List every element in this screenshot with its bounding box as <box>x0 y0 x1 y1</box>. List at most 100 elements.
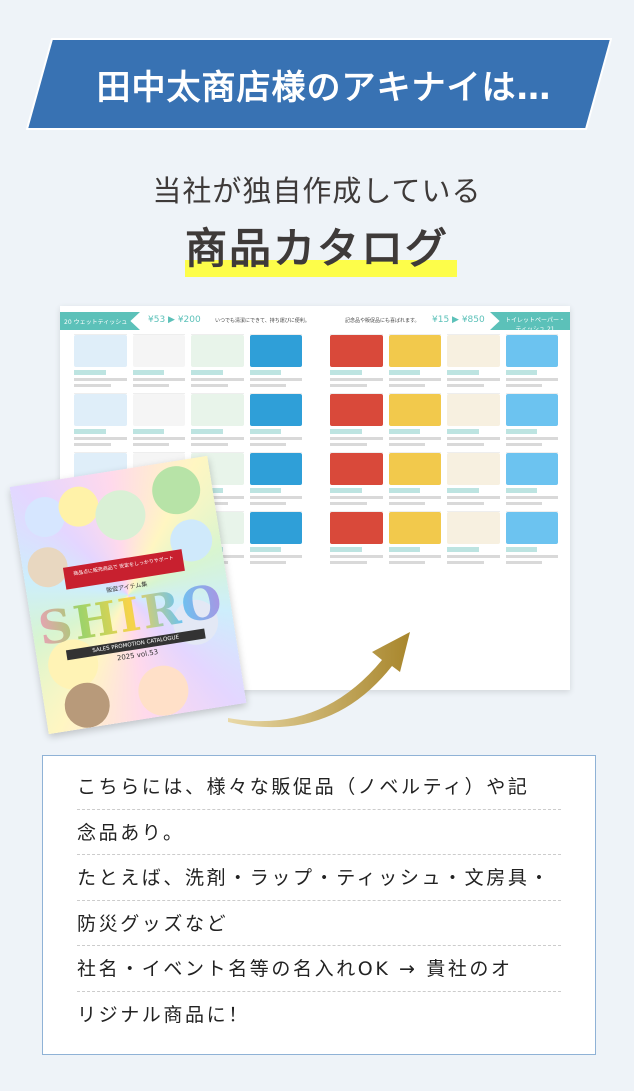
product-text <box>249 378 302 381</box>
product-text <box>388 561 426 564</box>
product-code <box>447 547 479 552</box>
product-code <box>388 429 420 434</box>
product-card <box>447 393 500 446</box>
right-note: 記念品や販促品にも喜ばれます。 <box>345 318 420 324</box>
left-price-range: ¥53 ▶ ¥200 <box>148 315 201 325</box>
product-card <box>330 511 383 564</box>
product-code <box>191 429 223 434</box>
product-photo <box>74 394 127 426</box>
product-card <box>74 334 127 387</box>
product-text <box>249 496 302 499</box>
product-photo <box>132 394 185 426</box>
product-photo <box>249 453 302 485</box>
product-text <box>191 443 228 446</box>
product-code <box>330 547 362 552</box>
description-line: 防災グッズなど <box>77 901 561 946</box>
left-page-number: 20 <box>64 319 72 326</box>
product-text <box>447 384 484 387</box>
product-code <box>249 488 281 493</box>
product-text <box>191 496 244 499</box>
product-code <box>388 370 420 375</box>
product-code <box>74 370 106 375</box>
product-text <box>505 555 558 558</box>
product-text <box>330 384 367 387</box>
product-text <box>447 555 500 558</box>
product-text <box>388 496 441 499</box>
product-code <box>447 429 479 434</box>
product-photo <box>91 486 150 544</box>
product-photo <box>330 394 383 426</box>
product-photo <box>191 335 244 367</box>
product-photo <box>505 335 558 367</box>
product-text <box>132 437 185 440</box>
product-text <box>505 502 543 505</box>
product-photo <box>330 453 383 485</box>
right-category-tag: トイレットペーパー・ティッシュ 21 <box>490 312 570 330</box>
product-code <box>505 547 537 552</box>
product-code <box>74 429 106 434</box>
product-code <box>330 488 362 493</box>
product-photo <box>249 335 302 367</box>
product-text <box>74 378 127 381</box>
product-text <box>505 378 558 381</box>
right-price-range: ¥15 ▶ ¥850 <box>432 315 485 325</box>
product-photo <box>191 394 244 426</box>
right-category: トイレットペーパー・ティッシュ <box>505 317 565 333</box>
product-photo <box>148 462 204 518</box>
right-product-grid <box>330 334 558 564</box>
product-text <box>505 443 543 446</box>
banner-shape <box>26 38 612 130</box>
page-title: 商品カタログ <box>184 224 449 273</box>
product-photo <box>505 512 558 544</box>
product-text <box>249 443 287 446</box>
product-card <box>249 393 302 446</box>
product-text <box>249 437 302 440</box>
product-card <box>191 334 244 387</box>
product-text <box>447 561 484 564</box>
description-line: リジナル商品に！ <box>77 1003 250 1026</box>
left-category: ウェットティッシュ <box>73 319 128 326</box>
product-text <box>447 437 500 440</box>
product-card <box>388 393 441 446</box>
product-card <box>191 393 244 446</box>
product-text <box>447 443 484 446</box>
description-box: こちらには、様々な販促品（ノベルティ）や記念品あり。たとえば、洗剤・ラップ・ティ… <box>42 755 596 1055</box>
product-text <box>388 502 426 505</box>
product-text <box>330 561 367 564</box>
product-photo <box>447 335 500 367</box>
product-card <box>249 452 302 505</box>
left-category-tag: 20 ウェットティッシュ <box>60 312 140 330</box>
product-text <box>447 378 500 381</box>
product-code <box>191 370 223 375</box>
product-code <box>330 370 362 375</box>
product-card <box>388 452 441 505</box>
product-card <box>447 511 500 564</box>
product-text <box>74 384 111 387</box>
product-code <box>249 547 281 552</box>
product-text <box>447 496 500 499</box>
description-line: たとえば、洗剤・ラップ・ティッシュ・文房具・ <box>77 855 561 901</box>
product-code <box>447 370 479 375</box>
product-text <box>74 443 111 446</box>
catalog-cover-image: 商品点に販売商品で 安定をしっかりサポート 販促アイテム集 SHIRO SALE… <box>9 455 247 735</box>
product-photo <box>388 335 441 367</box>
product-code <box>132 370 164 375</box>
product-text <box>447 502 484 505</box>
product-text <box>388 443 426 446</box>
product-text <box>505 496 558 499</box>
product-text <box>330 496 383 499</box>
product-card <box>132 334 185 387</box>
product-text <box>249 561 287 564</box>
product-photo <box>388 453 441 485</box>
product-text <box>249 555 302 558</box>
product-card <box>74 393 127 446</box>
catalog-header: 20 ウェットティッシュ ¥53 ▶ ¥200 いつでも清潔にできて、持ち運びに… <box>60 312 570 332</box>
product-card <box>447 334 500 387</box>
description-line: こちらには、様々な販促品（ノベルティ）や記 <box>77 764 561 810</box>
product-code <box>330 429 362 434</box>
product-photo <box>505 453 558 485</box>
product-card <box>505 393 558 446</box>
product-code <box>132 429 164 434</box>
product-text <box>132 384 170 387</box>
product-photo <box>330 335 383 367</box>
